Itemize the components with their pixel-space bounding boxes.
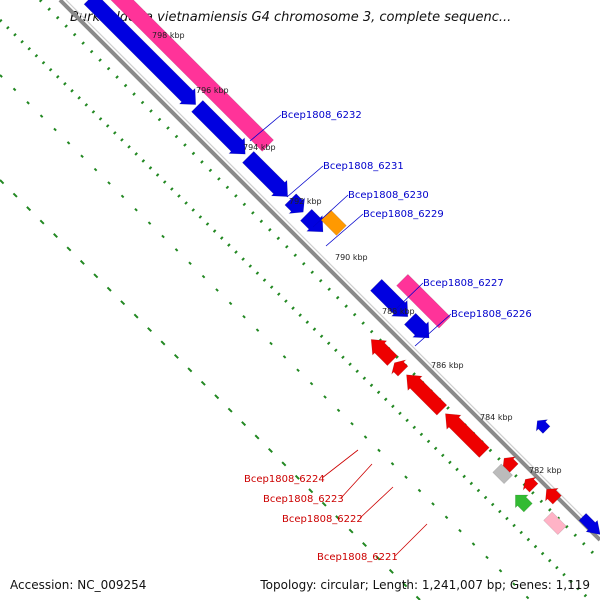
map-title: Burkholderia vietnamiensis G4 chromosome… [70, 10, 512, 25]
forward-cds-arrow [578, 512, 600, 535]
forward-cds-arrow [191, 99, 246, 155]
gene-label-reverse[interactable]: Bcep1808_6223 [263, 494, 344, 505]
gene-labels: Bcep1808_6232Bcep1808_6231Bcep1808_6230B… [244, 110, 532, 563]
forward-cds-arrow [284, 193, 306, 214]
label-leader-line [394, 282, 424, 311]
tick-label: 794 kbp [243, 143, 276, 152]
label-leader-line [321, 449, 359, 479]
topology-stats: Topology: circular; Length: 1,241,007 bp… [260, 578, 590, 592]
label-leader-line [394, 523, 428, 557]
gene-label-forward[interactable]: Bcep1808_6231 [323, 161, 404, 172]
tick-label: 792 kbp [289, 197, 322, 206]
gene-label-forward[interactable]: Bcep1808_6230 [348, 190, 429, 201]
tick-label: 786 kbp [431, 361, 464, 370]
light-feature [543, 511, 567, 535]
grey-feature [492, 463, 513, 485]
tick-marks: 798 kbp 796 kbp 794 kbp 792 kbp 790 kbp 788 k… [152, 31, 562, 475]
label-leader-line [249, 114, 282, 142]
label-leader-line [340, 463, 373, 499]
forward-cds-arrow [535, 419, 551, 434]
forward-feature-bar [110, 0, 274, 152]
label-leader-line [414, 313, 452, 347]
feature-track [83, 0, 600, 535]
tick-label: 798 kbp [152, 31, 185, 40]
dotted-guide-line [0, 74, 531, 600]
chromosome-backbone [58, 0, 600, 542]
gene-label-forward[interactable]: Bcep1808_6229 [363, 209, 444, 220]
reverse-cds-arrow [391, 359, 409, 377]
tick-label: 784 kbp [480, 413, 513, 422]
green-feature [515, 494, 533, 513]
tick-label: 796 kbp [196, 86, 229, 95]
reverse-cds-arrow [522, 476, 539, 493]
accession-label: Accession: NC_009254 [10, 578, 147, 592]
gene-label-reverse[interactable]: Bcep1808_6221 [317, 552, 398, 563]
backbone-line [65, 0, 600, 535]
gene-label-reverse[interactable]: Bcep1808_6222 [282, 514, 363, 525]
forward-cds-arrow [369, 278, 409, 318]
gene-label-forward[interactable]: Bcep1808_6227 [423, 278, 504, 289]
reverse-cds-arrow [406, 374, 448, 416]
dotted-guide-line [0, 179, 421, 600]
gene-label-reverse[interactable]: Bcep1808_6224 [244, 474, 325, 485]
forward-cds-arrow [242, 150, 289, 197]
forward-cds-arrow [83, 0, 197, 105]
gene-label-forward[interactable]: Bcep1808_6232 [281, 110, 362, 121]
gene-label-forward[interactable]: Bcep1808_6226 [451, 309, 532, 320]
forward-cds-arrow [299, 208, 324, 233]
tick-label: 788 kbp [382, 307, 415, 316]
reverse-cds-arrow [445, 413, 490, 458]
tick-label: 782 kbp [529, 466, 562, 475]
reverse-cds-arrow [370, 339, 398, 366]
label-leader-line [286, 165, 324, 198]
label-leader-line [312, 194, 349, 228]
tick-label: 790 kbp [335, 253, 368, 262]
backbone-line [58, 0, 600, 542]
reverse-cds-arrow [545, 487, 562, 505]
dotted-guide-line [0, 18, 592, 600]
forward-cds-arrow [403, 312, 430, 339]
label-leader-line [359, 486, 394, 519]
label-leader-line [325, 213, 364, 247]
forward-feature-bar [396, 273, 451, 329]
